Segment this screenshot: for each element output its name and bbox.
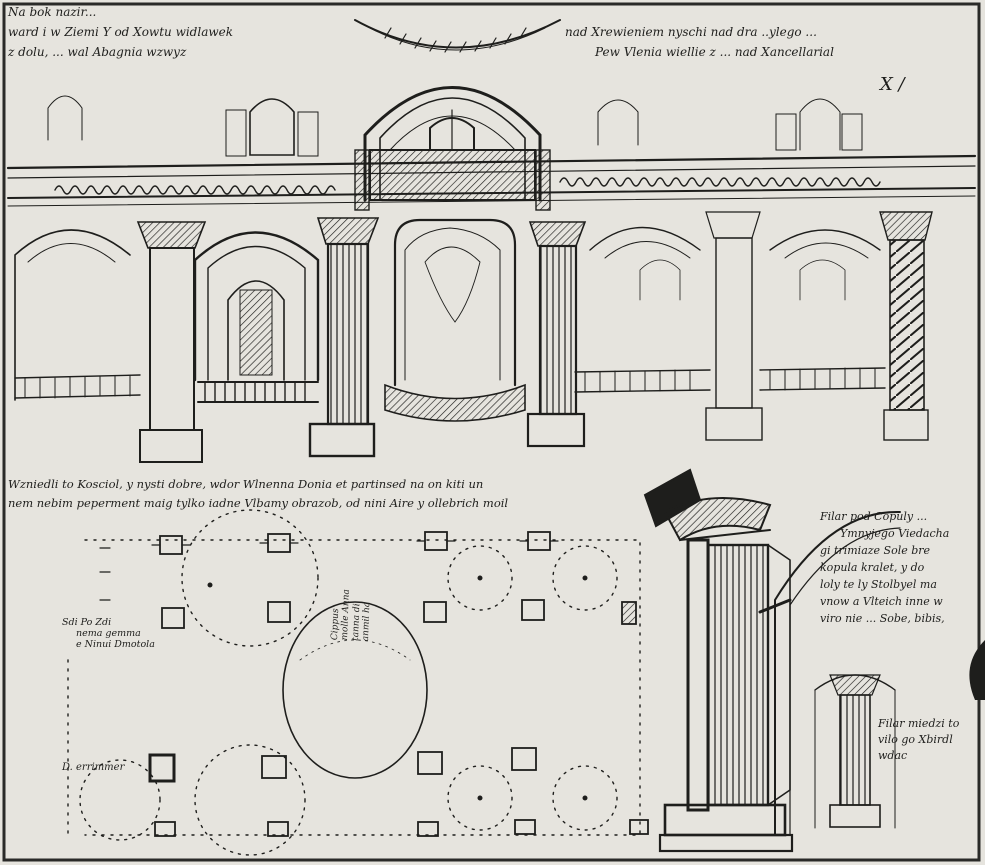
note-middle-left: Wzniedli to Kosciol, y nysti dobre, wdor… — [8, 477, 509, 511]
note-plan-bottom-left: D. errimmer — [62, 762, 125, 773]
note-line: e Ninui Dmotola — [76, 638, 155, 650]
note-line: Filar miedzi to — [878, 717, 960, 730]
note-top-right: nad Xrewieniem nyschi nad dra ..ylego ..… — [565, 25, 834, 60]
note-line: kopula kralet, y do — [820, 561, 925, 575]
note-line: loly te ly Stolbyel ma — [820, 578, 937, 592]
note-line: viro nie ... Sobe, bibis, — [820, 612, 945, 626]
note-line: z dolu, ... wal Abagnia wzwyz — [8, 44, 187, 59]
note-line: vnow a Vlteich inne w — [820, 595, 943, 609]
note-line: nad Xrewieniem nyschi nad dra ..ylego ..… — [565, 25, 817, 39]
note-line: Na bok nazir... — [8, 5, 97, 19]
note-right-upper: Filar pod Copuly ... Ymnyjego Viedacha g… — [820, 508, 949, 627]
note-line: Ymnyjego Viedacha — [840, 527, 950, 541]
note-right-lower: Filar miedzi to vilo go Xbirdl wdac — [878, 716, 959, 764]
note-line: vilo go Xbirdl — [878, 732, 953, 746]
ground-plan — [67, 509, 649, 856]
note-line: Filar pod Copuly ... — [820, 510, 928, 523]
column-detail — [643, 468, 985, 853]
note-plan-center: Cippus molle Anna tanna di anmil ha — [330, 589, 373, 642]
note-line: Pew Vlenia wiellie z ... nad Xancellaria… — [595, 44, 834, 59]
note-line: nem nebim peperment maig tylko iadne Vlb… — [8, 496, 509, 511]
note-line: gi trimiaze Sole bre — [820, 544, 931, 558]
note-line: nema gemma — [76, 627, 141, 639]
note-line: Wzniedli to Kosciol, y nysti dobre, wdor… — [8, 477, 484, 491]
note-line: anmil ha — [361, 601, 373, 642]
note-top-left: Na bok nazir... ward i w Ziemi Y od Xowt… — [8, 5, 233, 59]
corner-mark: X / — [880, 74, 905, 95]
note-plan-left: Sdi Po Zdi nema gemma e Ninui Dmotola — [62, 617, 155, 651]
note-line: ward i w Ziemi Y od Xowtu widlawek — [8, 24, 233, 39]
note-line: wdac — [878, 748, 908, 762]
elevation-view — [6, 19, 977, 463]
note-line: Sdi Po Zdi — [62, 617, 112, 628]
